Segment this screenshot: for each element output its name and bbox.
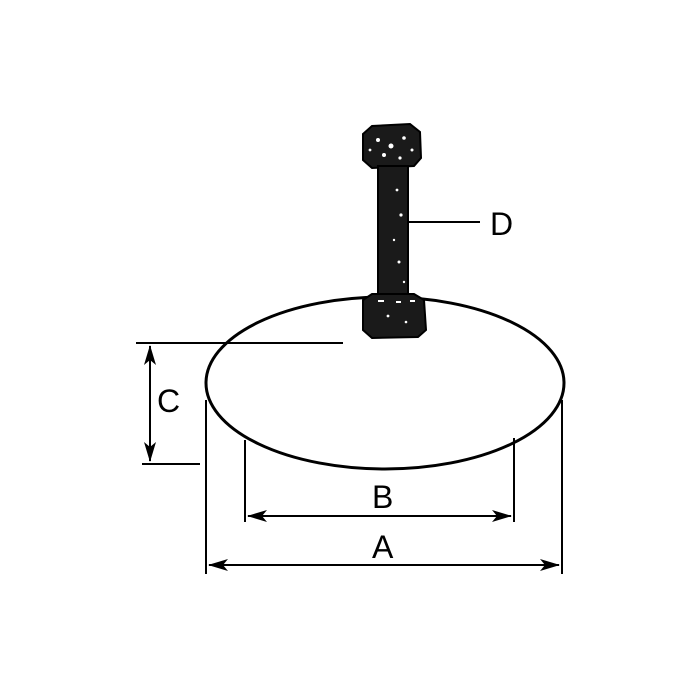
- label-shank: D: [490, 206, 513, 242]
- label-height: C: [157, 383, 180, 419]
- dimension-outer-diameter: [205, 400, 563, 574]
- bolt-nut-texture: [378, 300, 415, 324]
- label-outer-diameter: A: [372, 529, 394, 565]
- bolt-head-texture: [368, 136, 414, 160]
- bolt-base-nut: [362, 293, 428, 340]
- bolt-shaft-texture: [392, 188, 406, 284]
- label-contact-diameter: B: [372, 479, 393, 515]
- bolt-shaft: [377, 165, 409, 299]
- shank-bolt: [362, 122, 428, 340]
- dimension-contact-diameter: [244, 438, 515, 522]
- dimension-height: [136, 342, 343, 465]
